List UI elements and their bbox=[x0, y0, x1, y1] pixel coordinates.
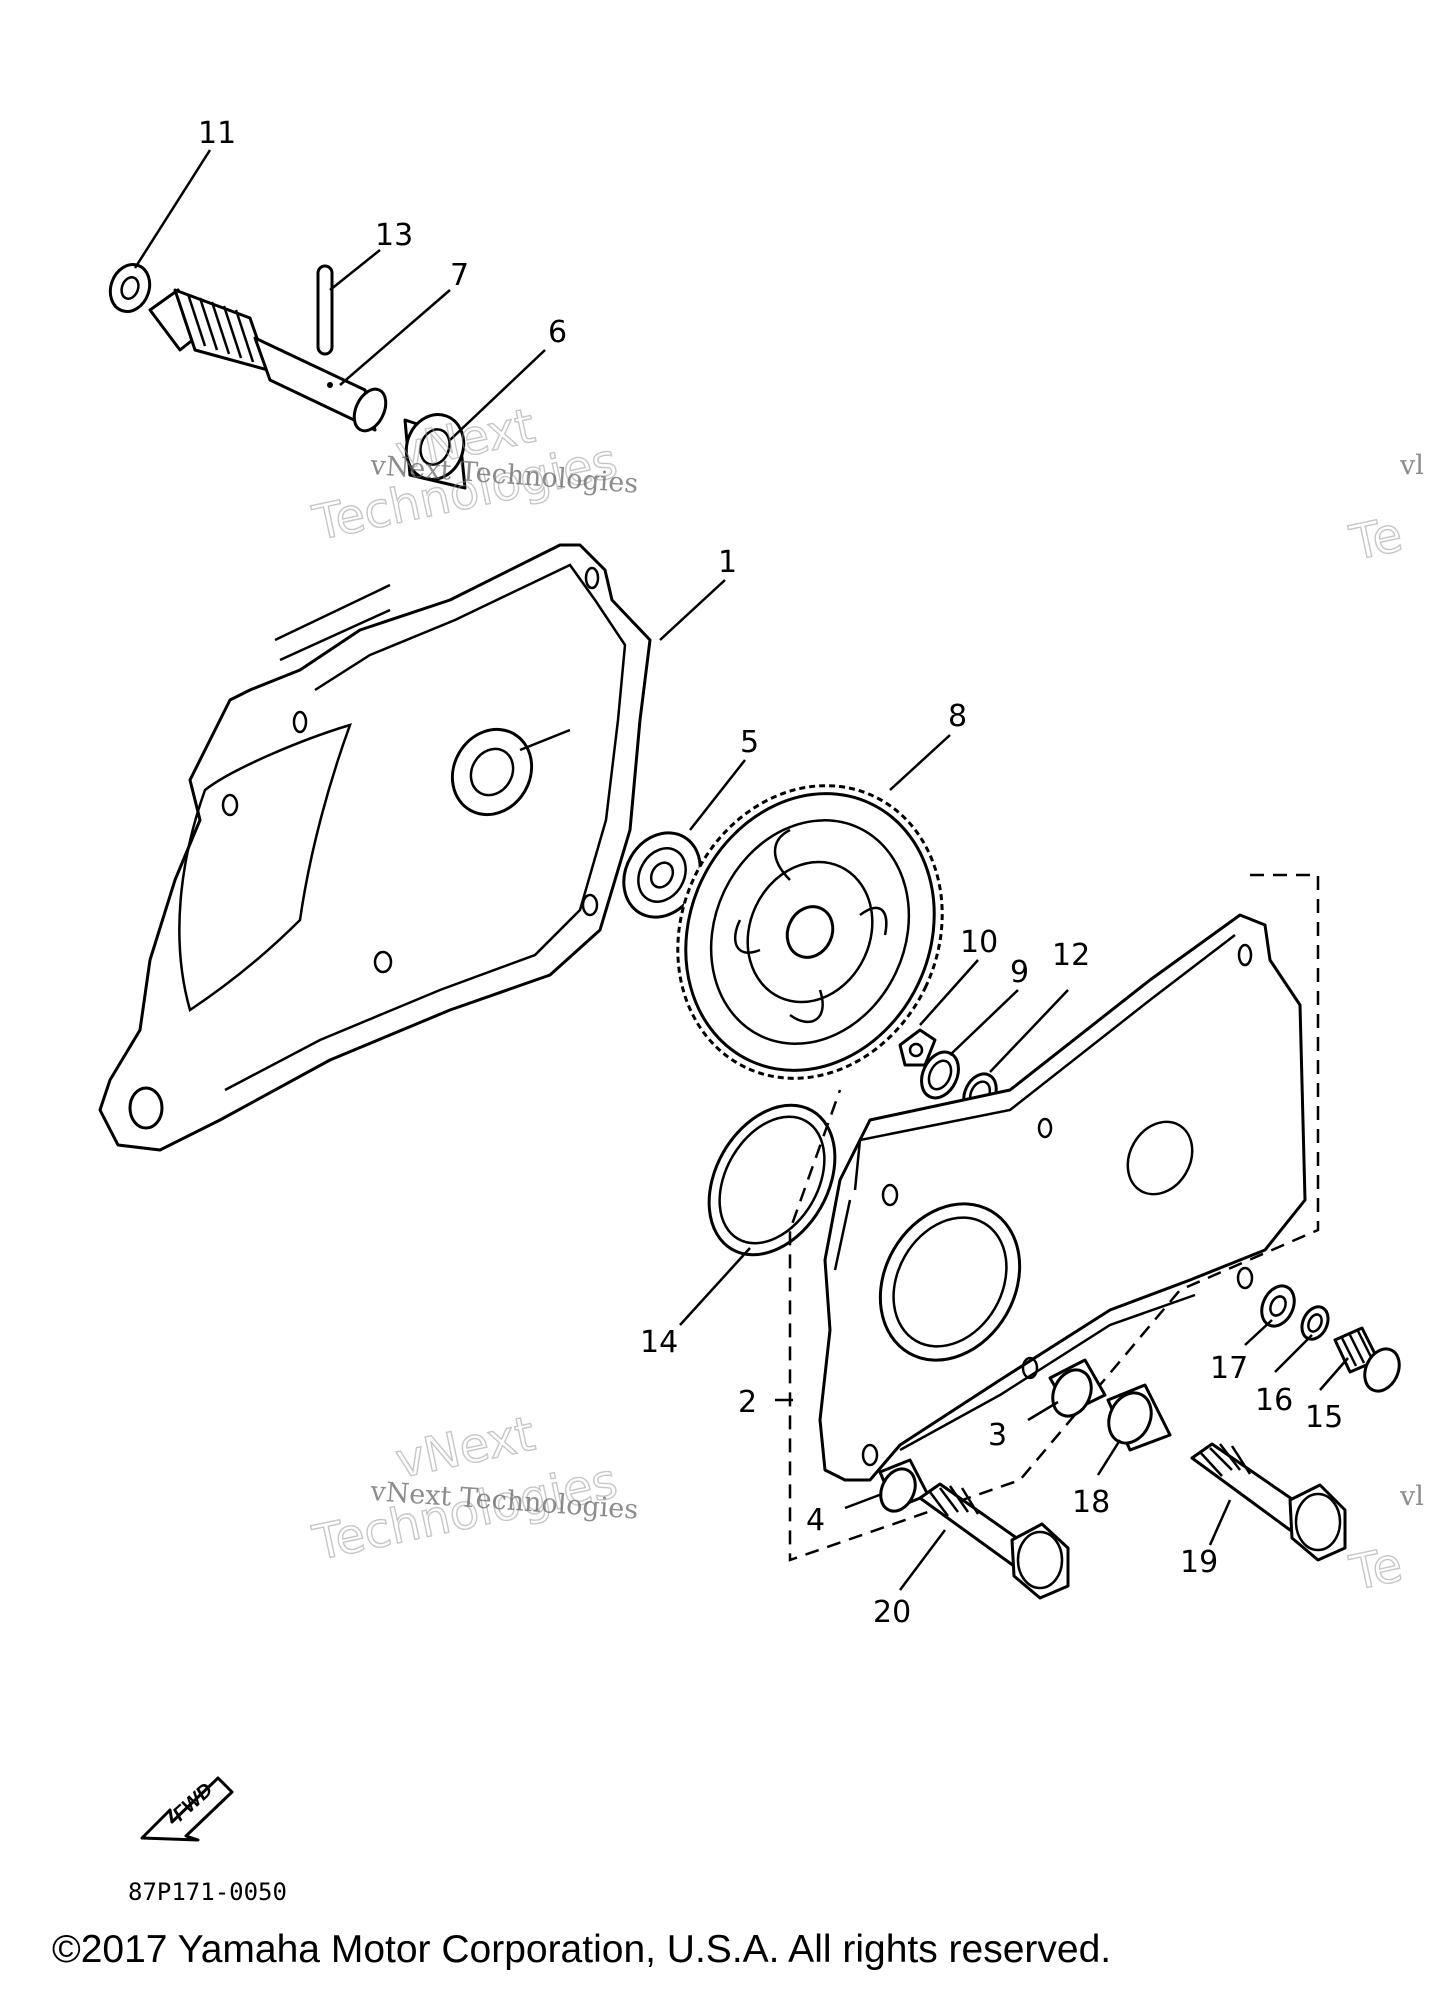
lock-washer-part-16 bbox=[1300, 1305, 1330, 1341]
callout-2: 2 bbox=[738, 1385, 757, 1420]
bearing-part-5 bbox=[622, 831, 702, 919]
bushing-part-6 bbox=[403, 413, 467, 490]
bolt-part-19 bbox=[1190, 1442, 1347, 1562]
callout-9: 9 bbox=[1010, 955, 1029, 990]
oring-part-14 bbox=[707, 1103, 837, 1257]
washer-part-17 bbox=[1260, 1284, 1296, 1328]
callout-16: 16 bbox=[1255, 1383, 1293, 1418]
callout-11: 11 bbox=[198, 116, 236, 151]
diagram-code: 87P171-0050 bbox=[128, 1878, 287, 1906]
copyright-notice: ©2017 Yamaha Motor Corporation, U.S.A. A… bbox=[52, 1928, 1112, 1971]
leader-line-part-1-gasket bbox=[274, 583, 391, 642]
callout-6: 6 bbox=[548, 315, 567, 350]
cover-part-2 bbox=[818, 913, 1307, 1482]
collar-part-18 bbox=[1106, 1383, 1172, 1452]
worm-shaft-part-7 bbox=[148, 288, 388, 433]
watermark-edge-large: Te bbox=[1345, 1536, 1407, 1602]
callout-4: 4 bbox=[806, 1503, 825, 1538]
pin-part-13 bbox=[316, 264, 334, 356]
bolt-part-20 bbox=[918, 1482, 1070, 1600]
leader-lines bbox=[133, 149, 1349, 1591]
fwd-arrow-icon: FWD bbox=[140, 1776, 234, 1842]
callout-18: 18 bbox=[1072, 1485, 1110, 1520]
lock-washer-part-10 bbox=[898, 1028, 937, 1067]
gear-case-part-1 bbox=[98, 543, 652, 1152]
callout-14: 14 bbox=[640, 1325, 678, 1360]
callout-1: 1 bbox=[718, 545, 737, 580]
callout-5: 5 bbox=[740, 725, 759, 760]
watermark-edge-lower: vl Te bbox=[1344, 1481, 1424, 1603]
callout-13: 13 bbox=[375, 218, 413, 253]
gear-part-8 bbox=[676, 784, 944, 1080]
callout-19: 19 bbox=[1180, 1545, 1218, 1580]
callout-20: 20 bbox=[873, 1595, 911, 1630]
callout-10: 10 bbox=[960, 925, 998, 960]
watermark-lower: vNext Technologies vNext Technologies bbox=[307, 1405, 639, 1573]
callout-15: 15 bbox=[1305, 1400, 1343, 1435]
watermark-edge-small: vl bbox=[1399, 450, 1424, 481]
watermark-edge-upper: vl Te bbox=[1344, 450, 1424, 573]
callout-labels: 11 13 7 6 1 5 8 10 9 12 14 2 3 17 16 15 … bbox=[198, 116, 1343, 1630]
callout-3: 3 bbox=[988, 1418, 1007, 1453]
watermark-edge-small: vl bbox=[1399, 1481, 1424, 1512]
collar-part-3 bbox=[1048, 1358, 1107, 1418]
collar-part-4 bbox=[878, 1458, 930, 1513]
callout-7: 7 bbox=[450, 258, 469, 293]
callout-17: 17 bbox=[1210, 1351, 1248, 1386]
washer-part-11 bbox=[108, 263, 152, 313]
callout-12: 12 bbox=[1052, 938, 1090, 973]
watermark-edge-large: Te bbox=[1345, 506, 1407, 572]
callout-8: 8 bbox=[948, 699, 967, 734]
